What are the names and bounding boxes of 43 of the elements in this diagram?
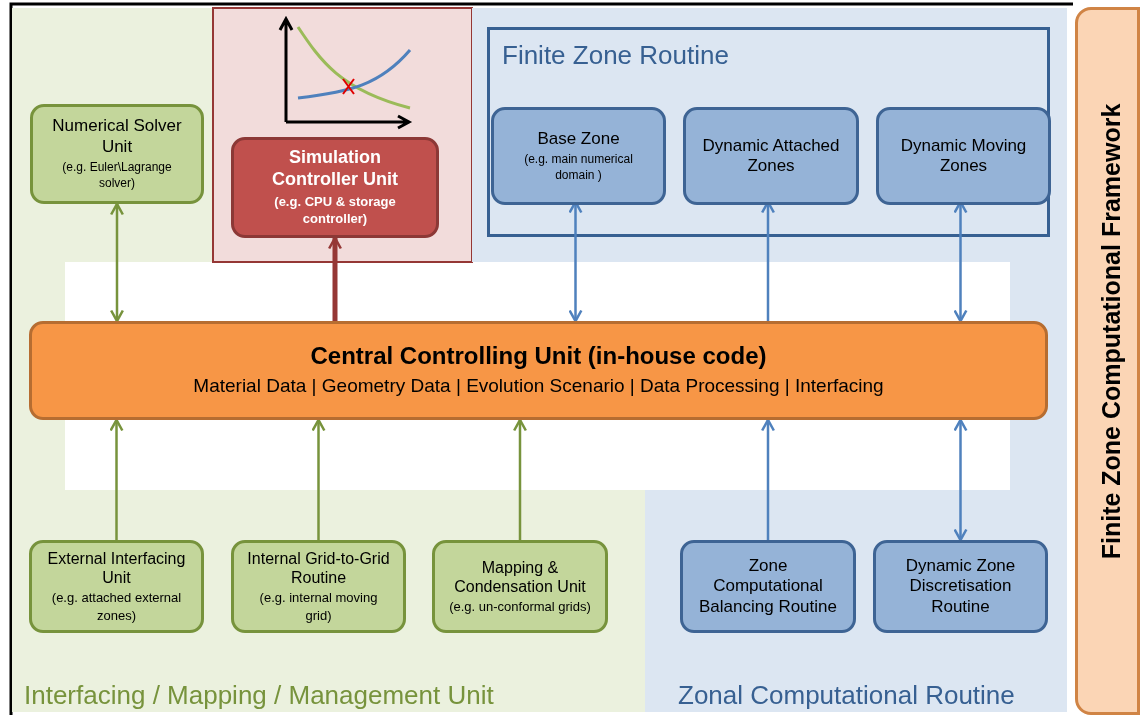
unit-title: Simulation Controller Unit (271, 147, 399, 191)
unit-detail: (e.g. un-conformal grids) (449, 597, 591, 616)
unit-title: Dynamic Moving Zones (899, 135, 1028, 177)
unit-title: Dynamic Zone Discretisation Routine (904, 555, 1017, 618)
unit-detail: (e.g. Euler\Lagrange solver) (61, 159, 173, 192)
group-title: Finite Zone Routine (502, 40, 729, 71)
unit-detail: (e.g. attached external zones) (50, 589, 183, 625)
arrow (109, 202, 125, 323)
unit-title: Central Controlling Unit (in-house code) (310, 342, 767, 372)
unit-detail: Material Data | Geometry Data | Evolution Scenario | Data Processing | Interfacing (193, 374, 884, 399)
unit-title: External Interfacing Unit (46, 548, 187, 588)
unit-title: Mapping & Condensation Unit (453, 557, 587, 596)
unit-box (683, 107, 859, 205)
unit-title: Internal Grid-to-Grid Routine (246, 548, 391, 588)
arrow (327, 236, 343, 321)
group-frame (487, 27, 1050, 237)
unit-box (30, 104, 204, 204)
unit-detail: (e.g. main numerical domain ) (523, 151, 634, 184)
unit-detail: (e.g. internal moving grid) (258, 589, 379, 625)
region-panel (213, 8, 472, 262)
region-label: Zonal Computational Routine (678, 680, 1015, 711)
unit-title: Base Zone (537, 128, 620, 149)
unit-title: Dynamic Attached Zones (701, 135, 841, 177)
arrow (953, 418, 968, 542)
region-label: Interfacing / Mapping / Management Unit (24, 680, 494, 711)
unit-box (491, 107, 666, 205)
framework-title: Finite Zone Computational Framework (1096, 102, 1125, 562)
unit-box (876, 107, 1051, 205)
unit-title: Numerical Solver Unit (51, 116, 183, 158)
unit-box (231, 540, 406, 633)
arrow (311, 418, 326, 540)
unit-detail: (e.g. CPU & storage controller) (273, 192, 397, 228)
arrow (109, 418, 124, 540)
unit-box (680, 540, 856, 633)
unit-box (873, 540, 1048, 633)
arrow (512, 418, 528, 540)
unit-box (29, 540, 204, 633)
unit-box (231, 137, 439, 238)
unit-box (432, 540, 608, 633)
arrow (760, 418, 776, 540)
unit-title: Zone Computational Balancing Routine (698, 555, 838, 618)
framework-band (1075, 7, 1140, 715)
unit-box (29, 321, 1048, 420)
